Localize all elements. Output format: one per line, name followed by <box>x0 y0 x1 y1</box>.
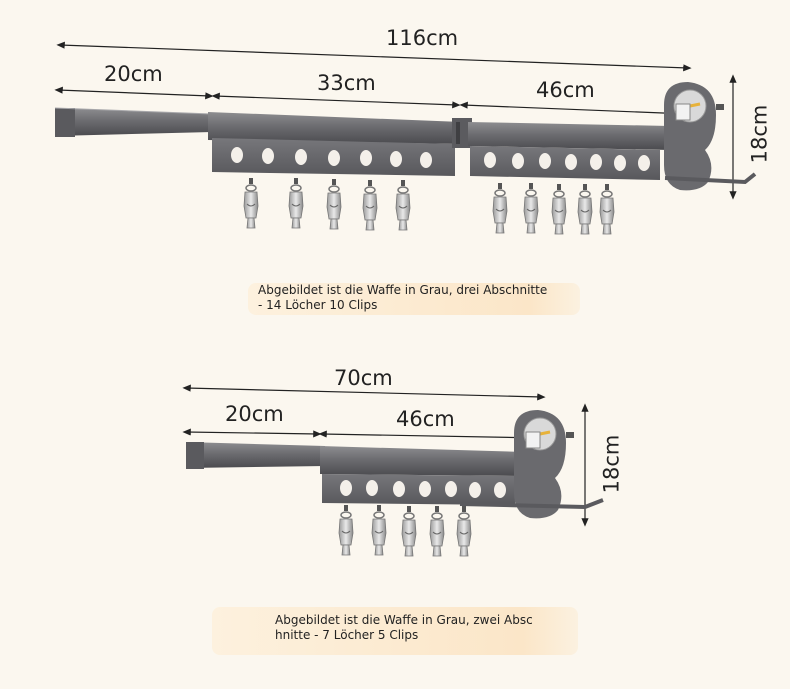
caption-bottom-line2: hnitte - 7 Löcher 5 Clips <box>275 628 419 642</box>
label-total-length-bottom: 70cm <box>334 366 393 390</box>
label-height: 18cm <box>747 104 772 164</box>
dimension-line-seg2-bottom <box>318 430 546 442</box>
label-height-bottom: 18cm <box>599 434 624 494</box>
label-segment-2-bottom: 46cm <box>396 407 455 431</box>
label-segment-2: 33cm <box>317 71 376 95</box>
dimension-line-total-bottom <box>182 384 546 401</box>
label-total-length: 116cm <box>386 26 459 50</box>
caption-top-line2: - 14 Löcher 10 Clips <box>258 298 378 312</box>
dimension-line-seg1 <box>54 86 214 100</box>
label-segment-1: 20cm <box>104 62 163 86</box>
caption-top: Abgebildet ist die Waffe in Grau, drei A… <box>248 283 580 315</box>
dimension-line-seg3 <box>459 101 692 118</box>
caption-top-line1: Abgebildet ist die Waffe in Grau, drei A… <box>258 283 548 297</box>
dimension-line-seg1-bottom <box>182 428 322 438</box>
label-segment-1-bottom: 20cm <box>225 402 284 426</box>
label-segment-3: 46cm <box>536 78 595 102</box>
caption-bottom: Abgebildet ist die Waffe in Grau, zwei A… <box>212 607 578 655</box>
dimension-line-seg2 <box>211 92 461 109</box>
dimension-line-total <box>56 41 692 72</box>
caption-bottom-line1: Abgebildet ist die Waffe in Grau, zwei A… <box>275 613 533 627</box>
